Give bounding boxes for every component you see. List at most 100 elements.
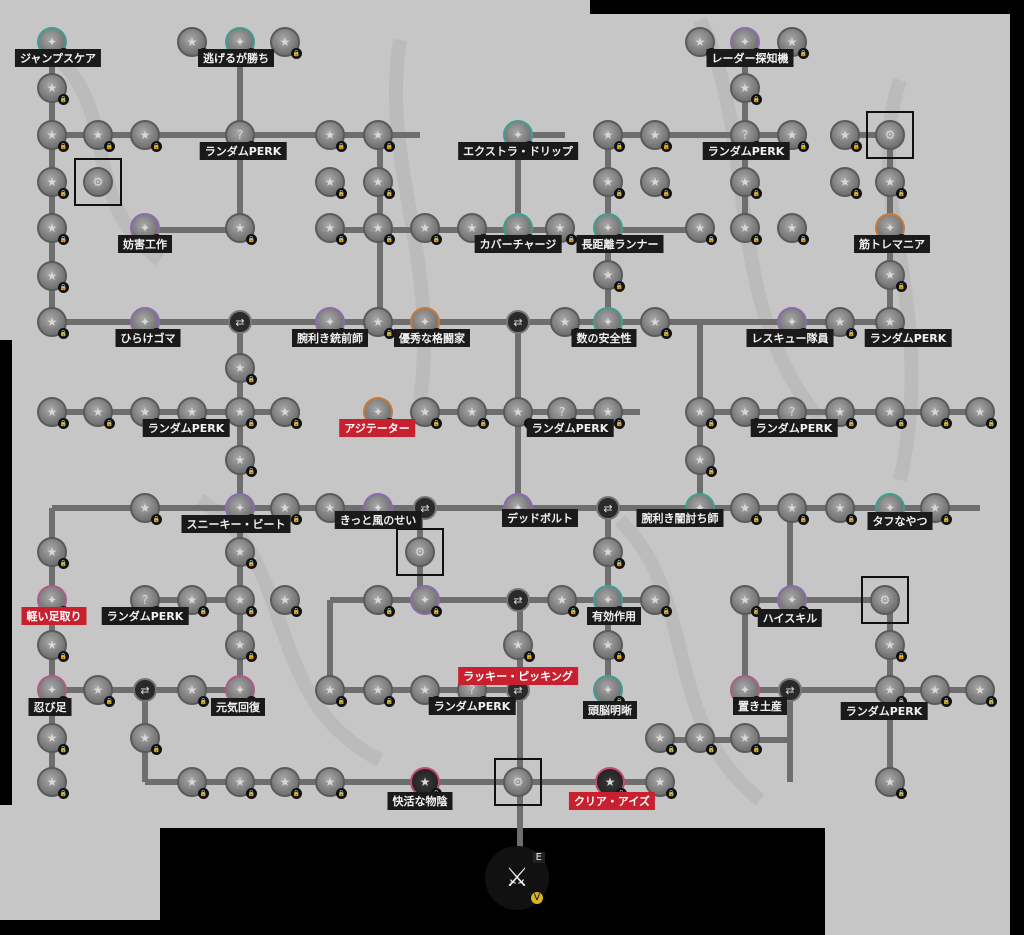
star-node[interactable]: ★🔒 bbox=[920, 675, 952, 707]
crossed-arrows-icon[interactable]: ⇄ bbox=[596, 496, 620, 520]
star-node[interactable]: ★🔒 bbox=[730, 167, 762, 199]
star-node[interactable]: ★🔒 bbox=[875, 167, 907, 199]
star-node[interactable]: ★🔒 bbox=[225, 767, 257, 799]
star-node[interactable]: ★🔒 bbox=[225, 445, 257, 477]
gold-perk-node[interactable]: ⚙ bbox=[405, 537, 435, 567]
star-node[interactable]: ★🔒 bbox=[830, 167, 862, 199]
star-node[interactable]: ★🔒 bbox=[225, 537, 257, 569]
star-node[interactable]: ★🔒 bbox=[640, 585, 672, 617]
star-node[interactable]: ★🔒 bbox=[730, 73, 762, 105]
crossed-arrows-icon[interactable]: ⇄ bbox=[228, 310, 252, 334]
crossed-arrows-icon[interactable]: ⇄ bbox=[506, 310, 530, 334]
star-node[interactable]: ★🔒 bbox=[37, 213, 69, 245]
crossed-arrows-icon[interactable]: ⇄ bbox=[413, 496, 437, 520]
crossed-arrows-icon[interactable]: ⇄ bbox=[506, 588, 530, 612]
star-node[interactable]: ★🔒 bbox=[640, 167, 672, 199]
star-node[interactable]: ★🔒 bbox=[363, 120, 395, 152]
star-node[interactable]: ★🔒 bbox=[225, 630, 257, 662]
star-node[interactable]: ★🔒 bbox=[130, 723, 162, 755]
star-node[interactable]: ★🔒 bbox=[730, 723, 762, 755]
star-node[interactable]: ★🔒 bbox=[777, 27, 809, 59]
star-node[interactable]: ★🔒 bbox=[37, 120, 69, 152]
star-node[interactable]: ★🔒 bbox=[410, 397, 442, 429]
star-node[interactable]: ★🔒 bbox=[177, 767, 209, 799]
star-node[interactable]: ★🔒 bbox=[270, 27, 302, 59]
star-node[interactable]: ★🔒 bbox=[225, 397, 257, 429]
star-node[interactable]: ★🔒 bbox=[37, 73, 69, 105]
star-node[interactable]: ★🔒 bbox=[825, 493, 857, 525]
star-node[interactable]: ★🔒 bbox=[315, 120, 347, 152]
star-node[interactable]: ★🔒 bbox=[410, 213, 442, 245]
star-node[interactable]: ★🔒 bbox=[640, 120, 672, 152]
star-node[interactable]: ★🔒 bbox=[37, 261, 69, 293]
star-node[interactable]: ★🔒 bbox=[363, 585, 395, 617]
star-node[interactable]: ★🔒 bbox=[593, 167, 625, 199]
star-node[interactable]: ★🔒 bbox=[593, 260, 625, 292]
star-node[interactable]: ★🔒 bbox=[777, 213, 809, 245]
gold-perk-node[interactable]: ⚙ bbox=[870, 585, 900, 615]
star-node[interactable]: ★🔒 bbox=[777, 493, 809, 525]
star-node[interactable]: ★🔒 bbox=[83, 120, 115, 152]
star-node[interactable]: ★🔒 bbox=[225, 353, 257, 385]
star-node[interactable]: ★🔒 bbox=[685, 723, 717, 755]
star-node[interactable]: ★🔒 bbox=[685, 445, 717, 477]
star-node[interactable]: ★🔒 bbox=[730, 493, 762, 525]
star-node[interactable]: ★🔒 bbox=[593, 630, 625, 662]
gold-perk-node[interactable]: ⚙ bbox=[83, 167, 113, 197]
star-node[interactable]: ★🔒 bbox=[225, 585, 257, 617]
star-node[interactable]: ★🔒 bbox=[130, 493, 162, 525]
star-node[interactable]: ★🔒 bbox=[593, 537, 625, 569]
star-node[interactable]: ★🔒 bbox=[875, 767, 907, 799]
star-node[interactable]: ★🔒 bbox=[593, 120, 625, 152]
star-node[interactable]: ★🔒 bbox=[130, 120, 162, 152]
star-node[interactable]: ★🔒 bbox=[83, 397, 115, 429]
star-node[interactable]: ★🔒 bbox=[875, 630, 907, 662]
star-node[interactable]: ★🔒 bbox=[363, 167, 395, 199]
star-node[interactable]: ★🔒 bbox=[645, 723, 677, 755]
star-node[interactable]: ★🔒 bbox=[965, 675, 997, 707]
star-node[interactable]: ★🔒 bbox=[503, 630, 535, 662]
star-node[interactable]: ★🔒 bbox=[315, 675, 347, 707]
star-node[interactable]: ★🔒 bbox=[37, 537, 69, 569]
perk-node[interactable]: ✦🔒 bbox=[410, 585, 442, 617]
star-node[interactable]: ★🔒 bbox=[730, 213, 762, 245]
star-node[interactable]: ★🔒 bbox=[177, 675, 209, 707]
star-node[interactable]: ★🔒 bbox=[685, 213, 717, 245]
star-node[interactable]: ★🔒 bbox=[315, 767, 347, 799]
star-node[interactable]: ★🔒 bbox=[315, 167, 347, 199]
star-node[interactable]: ★🔒 bbox=[83, 675, 115, 707]
gold-perk-node[interactable]: ⚙ bbox=[875, 120, 905, 150]
star-node[interactable]: ★🔒 bbox=[270, 397, 302, 429]
star-node[interactable]: ★🔒 bbox=[830, 120, 862, 152]
star-node[interactable]: ★🔒 bbox=[363, 307, 395, 339]
star-node[interactable]: ★🔒 bbox=[363, 213, 395, 245]
star-node[interactable]: ★🔒 bbox=[645, 767, 677, 799]
star-node[interactable]: ★🔒 bbox=[270, 767, 302, 799]
star-node[interactable]: ★🔒 bbox=[270, 585, 302, 617]
star-node[interactable]: ★🔒 bbox=[685, 397, 717, 429]
star-node[interactable]: ★🔒 bbox=[875, 675, 907, 707]
star-node[interactable]: ★🔒 bbox=[547, 585, 579, 617]
star-node[interactable]: ★🔒 bbox=[363, 675, 395, 707]
star-node[interactable]: ★🔒 bbox=[37, 397, 69, 429]
star-node[interactable]: ★🔒 bbox=[730, 585, 762, 617]
gold-perk-node[interactable]: ⚙ bbox=[503, 767, 533, 797]
star-node[interactable]: ★🔒 bbox=[37, 307, 69, 339]
star-node[interactable]: ★🔒 bbox=[875, 260, 907, 292]
star-node[interactable]: ★🔒 bbox=[825, 307, 857, 339]
star-node[interactable]: ★🔒 bbox=[315, 213, 347, 245]
star-node[interactable]: ★🔒 bbox=[640, 307, 672, 339]
star-node[interactable]: ★🔒 bbox=[875, 397, 907, 429]
star-node[interactable]: ★🔒 bbox=[825, 397, 857, 429]
star-node[interactable]: ★🔒 bbox=[37, 767, 69, 799]
star-node[interactable]: ★🔒 bbox=[920, 397, 952, 429]
crossed-arrows-icon[interactable]: ⇄ bbox=[133, 678, 157, 702]
star-node[interactable]: ★🔒 bbox=[37, 723, 69, 755]
star-node[interactable]: ★🔒 bbox=[965, 397, 997, 429]
star-node[interactable]: ★🔒 bbox=[177, 27, 209, 59]
star-node[interactable]: ★🔒 bbox=[457, 397, 489, 429]
star-node[interactable]: ★🔒 bbox=[225, 213, 257, 245]
star-node[interactable]: ★🔒 bbox=[37, 630, 69, 662]
star-node[interactable]: ★🔒 bbox=[37, 167, 69, 199]
